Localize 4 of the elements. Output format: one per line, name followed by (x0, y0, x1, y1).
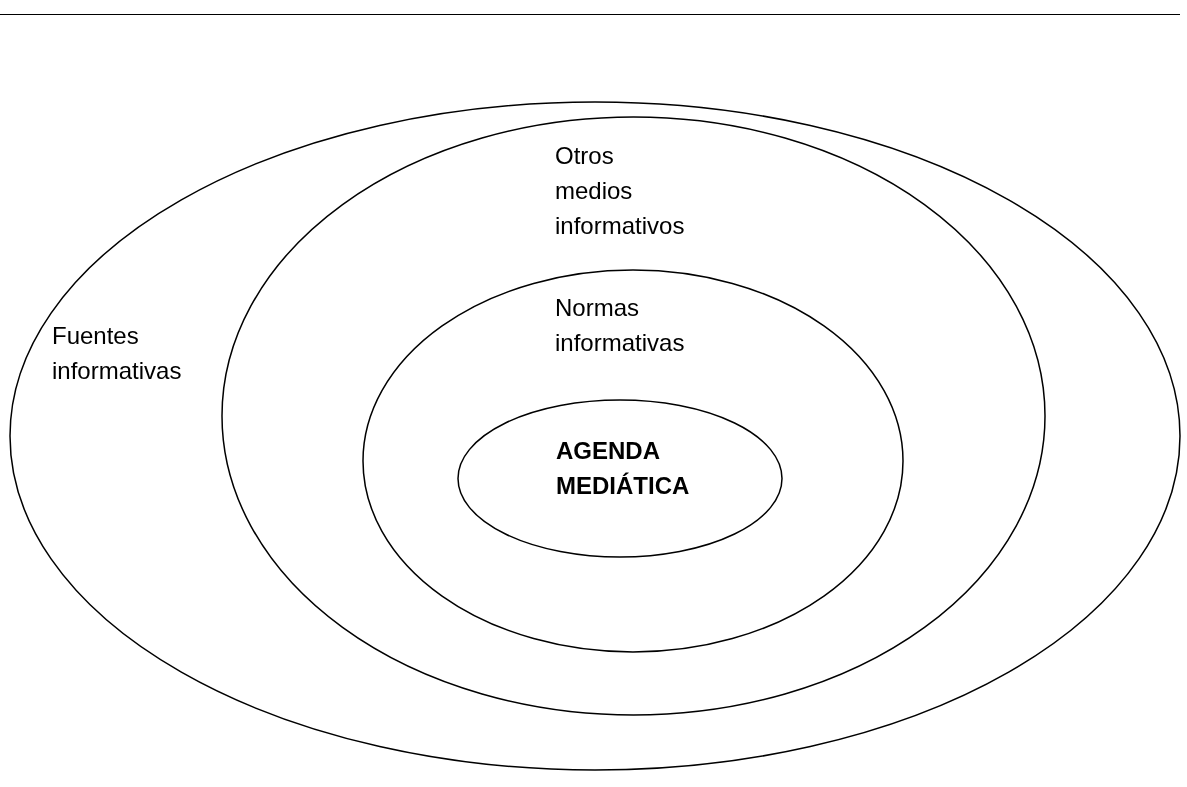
ring-label: Normas informativas (555, 293, 685, 358)
ring-label: Fuentes informativas (52, 321, 182, 386)
ring-label: AGENDA MEDIÁTICA (556, 436, 690, 501)
ring-label: Otros medios informativos (555, 141, 685, 241)
